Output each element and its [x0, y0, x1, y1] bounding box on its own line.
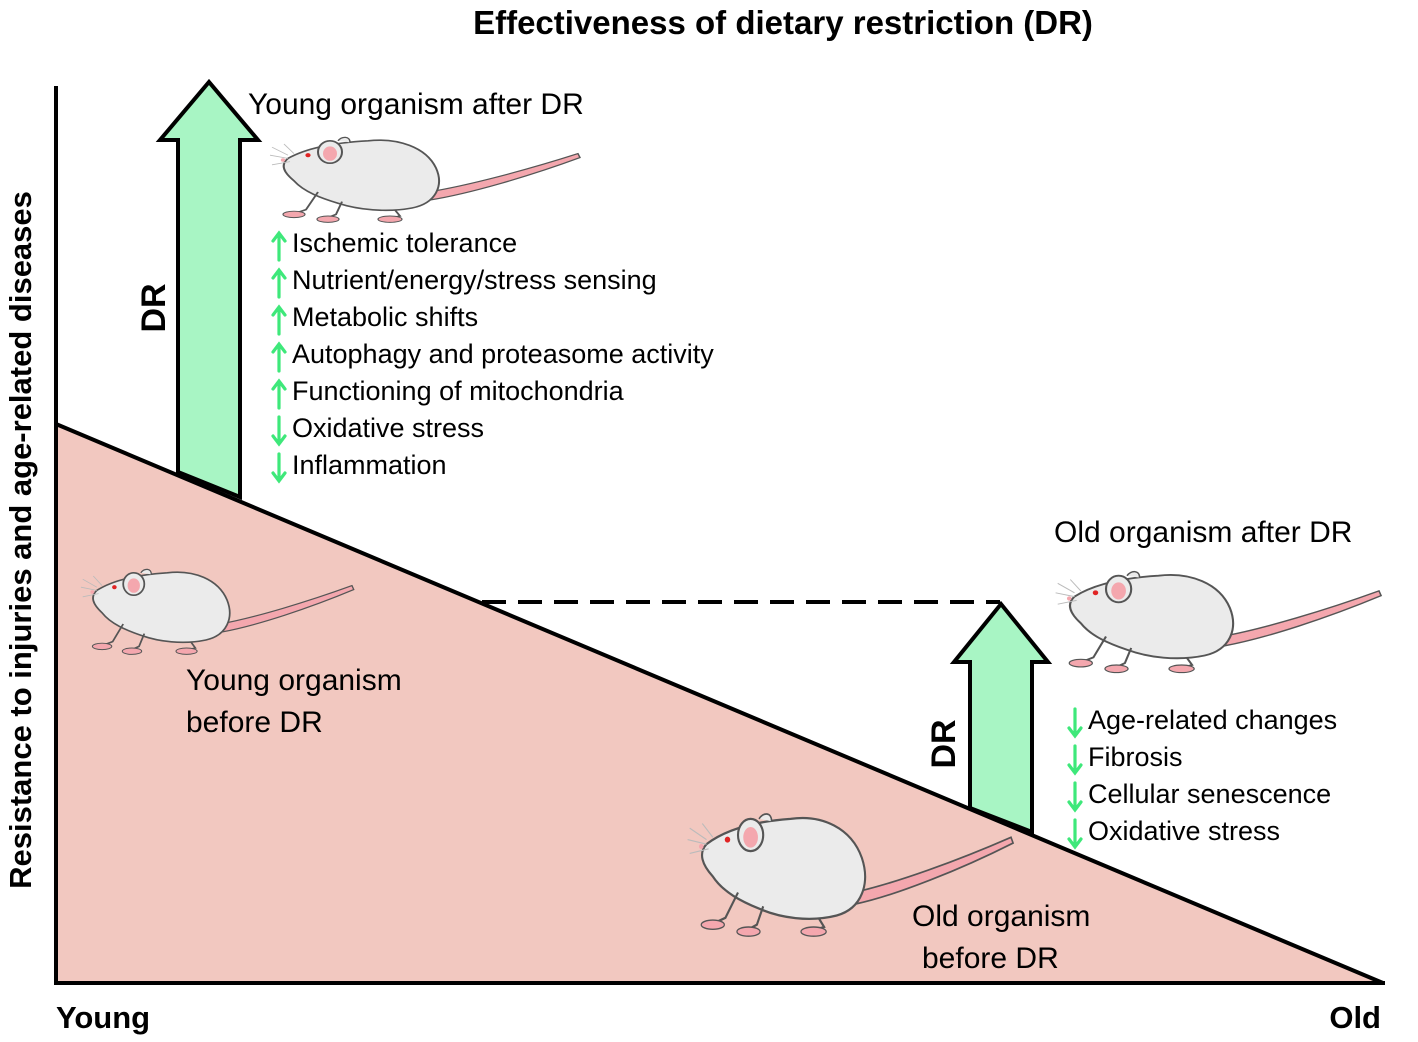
- young-after-mouse-icon: [269, 136, 581, 224]
- old-effect-item: Age-related changes: [1088, 705, 1337, 735]
- arrow-down-icon: [1067, 818, 1083, 850]
- young-before-label-line1: Young organism: [186, 664, 402, 697]
- arrow-up-icon: [271, 341, 287, 373]
- y-axis-label: Resistance to injuries and age-related d…: [3, 191, 38, 889]
- old-after-label: Old organism after DR: [1054, 516, 1352, 549]
- old-before-label-line1: Old organism: [912, 900, 1090, 933]
- arrow-up-icon: [271, 378, 287, 410]
- arrow-down-icon: [271, 415, 287, 447]
- x-axis-end-label: Old: [1329, 1000, 1381, 1035]
- arrow-down-icon: [271, 452, 287, 484]
- young-effects-list: Ischemic toleranceNutrient/energy/stress…: [271, 228, 714, 484]
- young-effect-item: Oxidative stress: [292, 413, 484, 443]
- old-effect-item: Cellular senescence: [1088, 779, 1331, 809]
- arrow-down-icon: [1067, 707, 1083, 739]
- arrow-up-icon: [271, 267, 287, 299]
- young-effect-item: Autophagy and proteasome activity: [292, 339, 714, 369]
- young-before-label-line2: before DR: [186, 706, 323, 739]
- old-dr-arrow: [949, 600, 1053, 835]
- resistance-triangle: [54, 422, 1385, 985]
- old-dr-label: DR: [925, 719, 963, 768]
- old-effect-item: Oxidative stress: [1088, 816, 1280, 846]
- x-axis-start-label: Young: [56, 1000, 150, 1035]
- young-dr-arrow: [155, 78, 263, 500]
- old-after-mouse-icon: [1054, 570, 1383, 674]
- arrow-down-icon: [1067, 781, 1083, 813]
- diagram-title: Effectiveness of dietary restriction (DR…: [473, 4, 1093, 41]
- young-effect-item: Nutrient/energy/stress sensing: [292, 265, 657, 295]
- arrow-down-icon: [1067, 744, 1083, 776]
- young-effect-item: Functioning of mitochondria: [292, 376, 625, 406]
- arrow-up-icon: [271, 304, 287, 336]
- young-effect-item: Inflammation: [292, 450, 447, 480]
- young-effect-item: Metabolic shifts: [292, 302, 478, 332]
- young-after-label: Young organism after DR: [248, 88, 584, 121]
- old-before-label-line2: before DR: [922, 942, 1059, 975]
- young-effect-item: Ischemic tolerance: [292, 228, 517, 258]
- old-effect-item: Fibrosis: [1088, 742, 1183, 772]
- young-dr-label: DR: [135, 283, 173, 332]
- arrow-up-icon: [271, 230, 287, 262]
